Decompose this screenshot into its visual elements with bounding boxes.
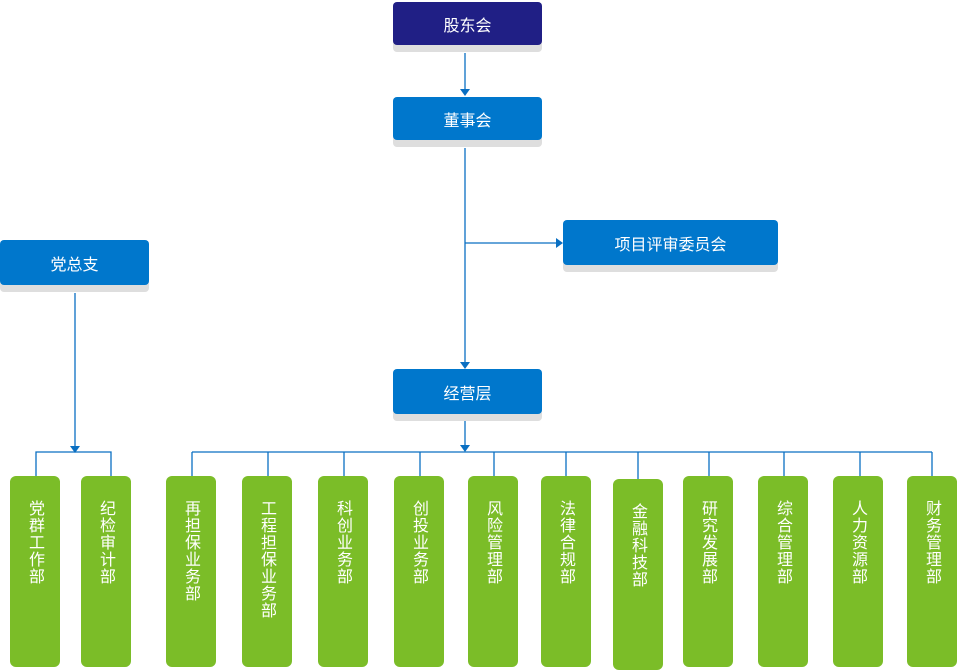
- dept-general-management: 综合管理部: [758, 476, 808, 667]
- dept-label: 创投业务部: [410, 500, 429, 585]
- node-label: 董事会: [443, 110, 492, 130]
- dept-label: 风险管理部: [484, 500, 503, 585]
- dept-label: 党群工作部: [26, 500, 45, 585]
- dept-engineering-guarantee: 工程担保业务部: [242, 476, 292, 667]
- dept-venture-investment: 创投业务部: [394, 476, 444, 667]
- dept-label: 再担保业务部: [182, 500, 201, 602]
- dept-label: 法律合规部: [557, 500, 576, 585]
- dept-label: 科创业务部: [334, 500, 353, 585]
- node-management: 经营层: [393, 369, 542, 414]
- dept-sci-innovation: 科创业务部: [318, 476, 368, 667]
- arrowhead-committee: [556, 238, 563, 248]
- dept-legal-compliance: 法律合规部: [541, 476, 591, 667]
- node-shareholders: 股东会: [393, 2, 542, 45]
- node-label: 股东会: [443, 15, 492, 35]
- arrowhead-departments: [460, 445, 470, 452]
- connector-party-bus: [35, 451, 112, 476]
- arrowhead-board: [460, 89, 470, 96]
- node-board: 董事会: [393, 97, 542, 140]
- dept-reguarantee: 再担保业务部: [166, 476, 216, 667]
- arrowhead-management: [460, 362, 470, 369]
- node-party-branch: 党总支: [0, 240, 149, 285]
- department-drops: [191, 452, 933, 479]
- dept-label: 人力资源部: [849, 500, 868, 585]
- node-committee: 项目评审委员会: [563, 220, 778, 265]
- dept-discipline-audit: 纪检审计部: [81, 476, 131, 667]
- node-label: 党总支: [50, 254, 99, 274]
- dept-fintech: 金融科技部: [613, 479, 663, 670]
- dept-party-work: 党群工作部: [10, 476, 60, 667]
- dept-label: 金融科技部: [629, 503, 648, 588]
- dept-research-development: 研究发展部: [683, 476, 733, 667]
- dept-label: 研究发展部: [699, 500, 718, 585]
- dept-risk-management: 风险管理部: [468, 476, 518, 667]
- node-label: 项目评审委员会: [614, 234, 727, 254]
- dept-label: 财务管理部: [923, 500, 942, 585]
- node-label: 经营层: [443, 383, 492, 403]
- dept-label: 综合管理部: [774, 500, 793, 585]
- arrowhead-party: [70, 446, 80, 453]
- dept-human-resources: 人力资源部: [833, 476, 883, 667]
- dept-label: 纪检审计部: [97, 500, 116, 585]
- dept-finance: 财务管理部: [907, 476, 957, 667]
- dept-label: 工程担保业务部: [258, 500, 277, 619]
